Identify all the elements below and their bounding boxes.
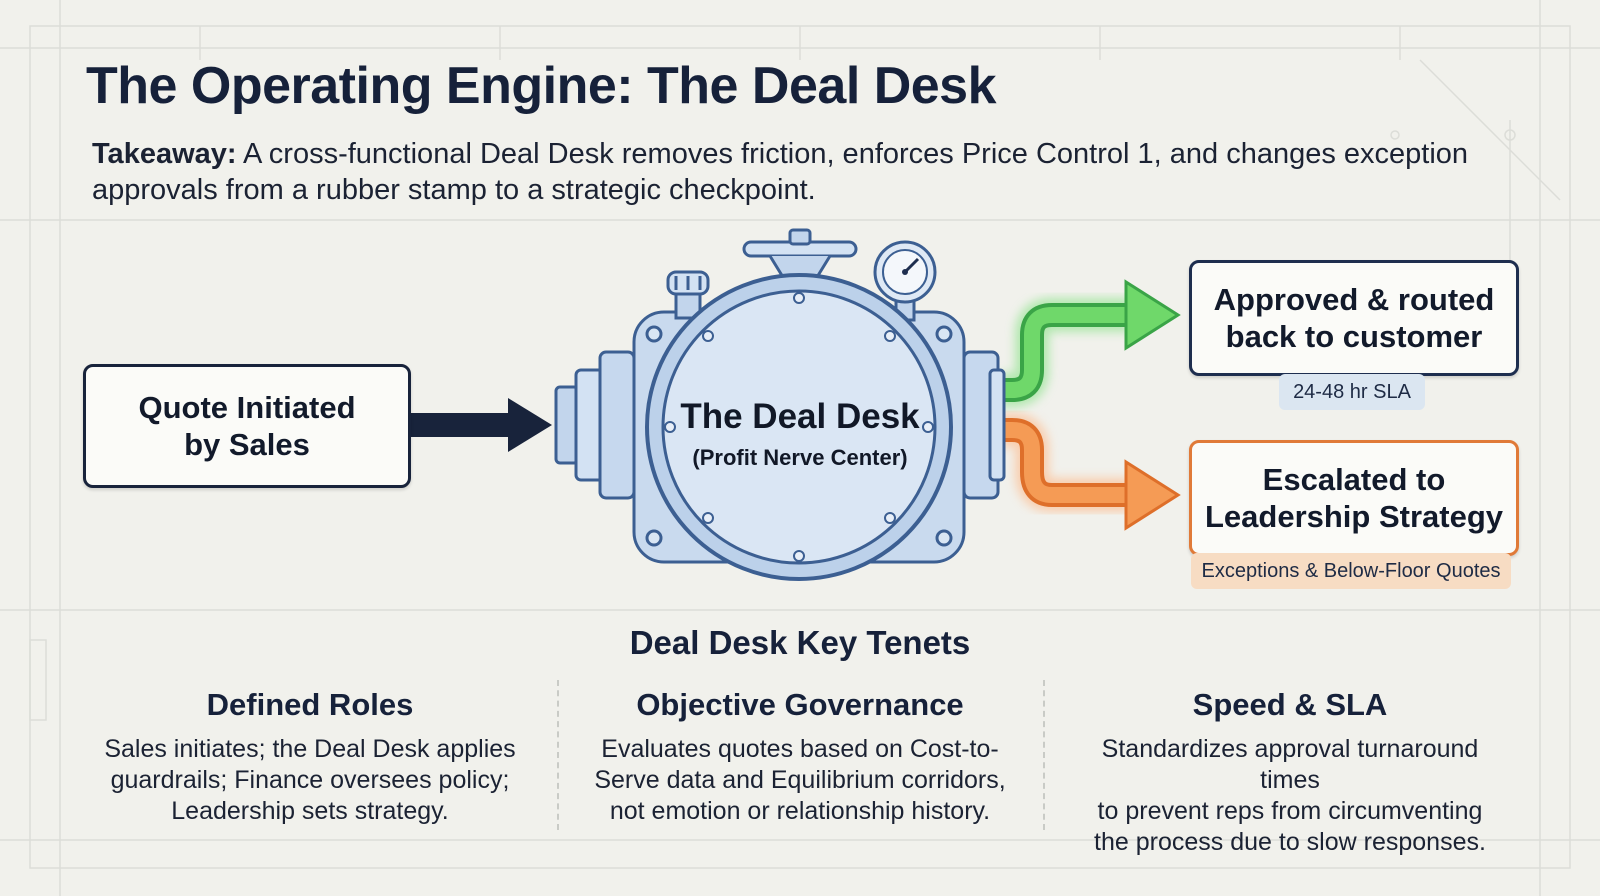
approved-arrow (1000, 279, 1181, 407)
takeaway-text: Takeaway: A cross-functional Deal Desk r… (92, 136, 1472, 208)
tenet-line: Serve data and Equilibrium corridors, (594, 766, 1006, 794)
input-arrow (405, 398, 552, 452)
tenet-line: Evaluates quotes based on Cost-to- (601, 735, 999, 763)
tenet-line: Sales initiates; the Deal Desk applies (104, 735, 516, 763)
escalated-box-line-2: Leadership Strategy (1204, 499, 1504, 534)
page-title: The Operating Engine: The Deal Desk (86, 57, 997, 115)
deal-desk-title: The Deal Desk (680, 397, 920, 436)
tenet-title: Objective Governance (636, 687, 964, 722)
tenet-title: Speed & SLA (1192, 687, 1388, 722)
escalated-box-line-1: Escalated to (1262, 462, 1446, 497)
tenet-line: the process due to slow responses. (1094, 828, 1486, 856)
tenet-defined-roles: Defined Roles Sales initiates; the Deal … (90, 686, 530, 827)
tenet-speed-sla: Speed & SLA Standardizes approval turnar… (1070, 686, 1510, 858)
quote-box-line-2: by Sales (184, 427, 310, 462)
escalated-box: Escalated to Leadership Strategy (1189, 440, 1519, 556)
approved-box-line-2: back to customer (1225, 319, 1483, 354)
takeaway-lead: Takeaway: (92, 138, 237, 170)
escalated-arrow (1000, 413, 1181, 531)
tenet-line: to prevent reps from circumventing (1097, 797, 1483, 825)
tenet-description: Evaluates quotes based on Cost-to- Serve… (580, 734, 1020, 827)
deal-desk-engine (554, 228, 1006, 581)
tenet-objective-governance: Objective Governance Evaluates quotes ba… (580, 686, 1020, 827)
tenet-line: not emotion or relationship history. (609, 797, 991, 825)
tenet-divider (557, 680, 559, 830)
tenet-description: Sales initiates; the Deal Desk applies g… (90, 734, 530, 827)
approved-box: Approved & routed back to customer (1189, 260, 1519, 376)
takeaway-body: A cross-functional Deal Desk removes fri… (92, 138, 1469, 206)
tenet-line: Leadership sets strategy. (171, 797, 449, 825)
tenets-heading: Deal Desk Key Tenets (629, 624, 971, 661)
quote-initiated-box: Quote Initiated by Sales (83, 364, 411, 488)
tenet-divider (1043, 680, 1045, 830)
exceptions-tag: Exceptions & Below-Floor Quotes (1191, 553, 1511, 589)
tenet-line: Standardizes approval turnaround times (1101, 735, 1479, 794)
approved-box-line-1: Approved & routed (1213, 282, 1495, 317)
tenet-line: guardrails; Finance oversees policy; (110, 766, 510, 794)
tenet-title: Defined Roles (206, 687, 414, 722)
sla-tag: 24-48 hr SLA (1279, 374, 1425, 410)
tenet-description: Standardizes approval turnaround times t… (1070, 734, 1510, 858)
quote-box-line-1: Quote Initiated (138, 390, 356, 425)
deal-desk-subtitle: (Profit Nerve Center) (692, 445, 908, 470)
